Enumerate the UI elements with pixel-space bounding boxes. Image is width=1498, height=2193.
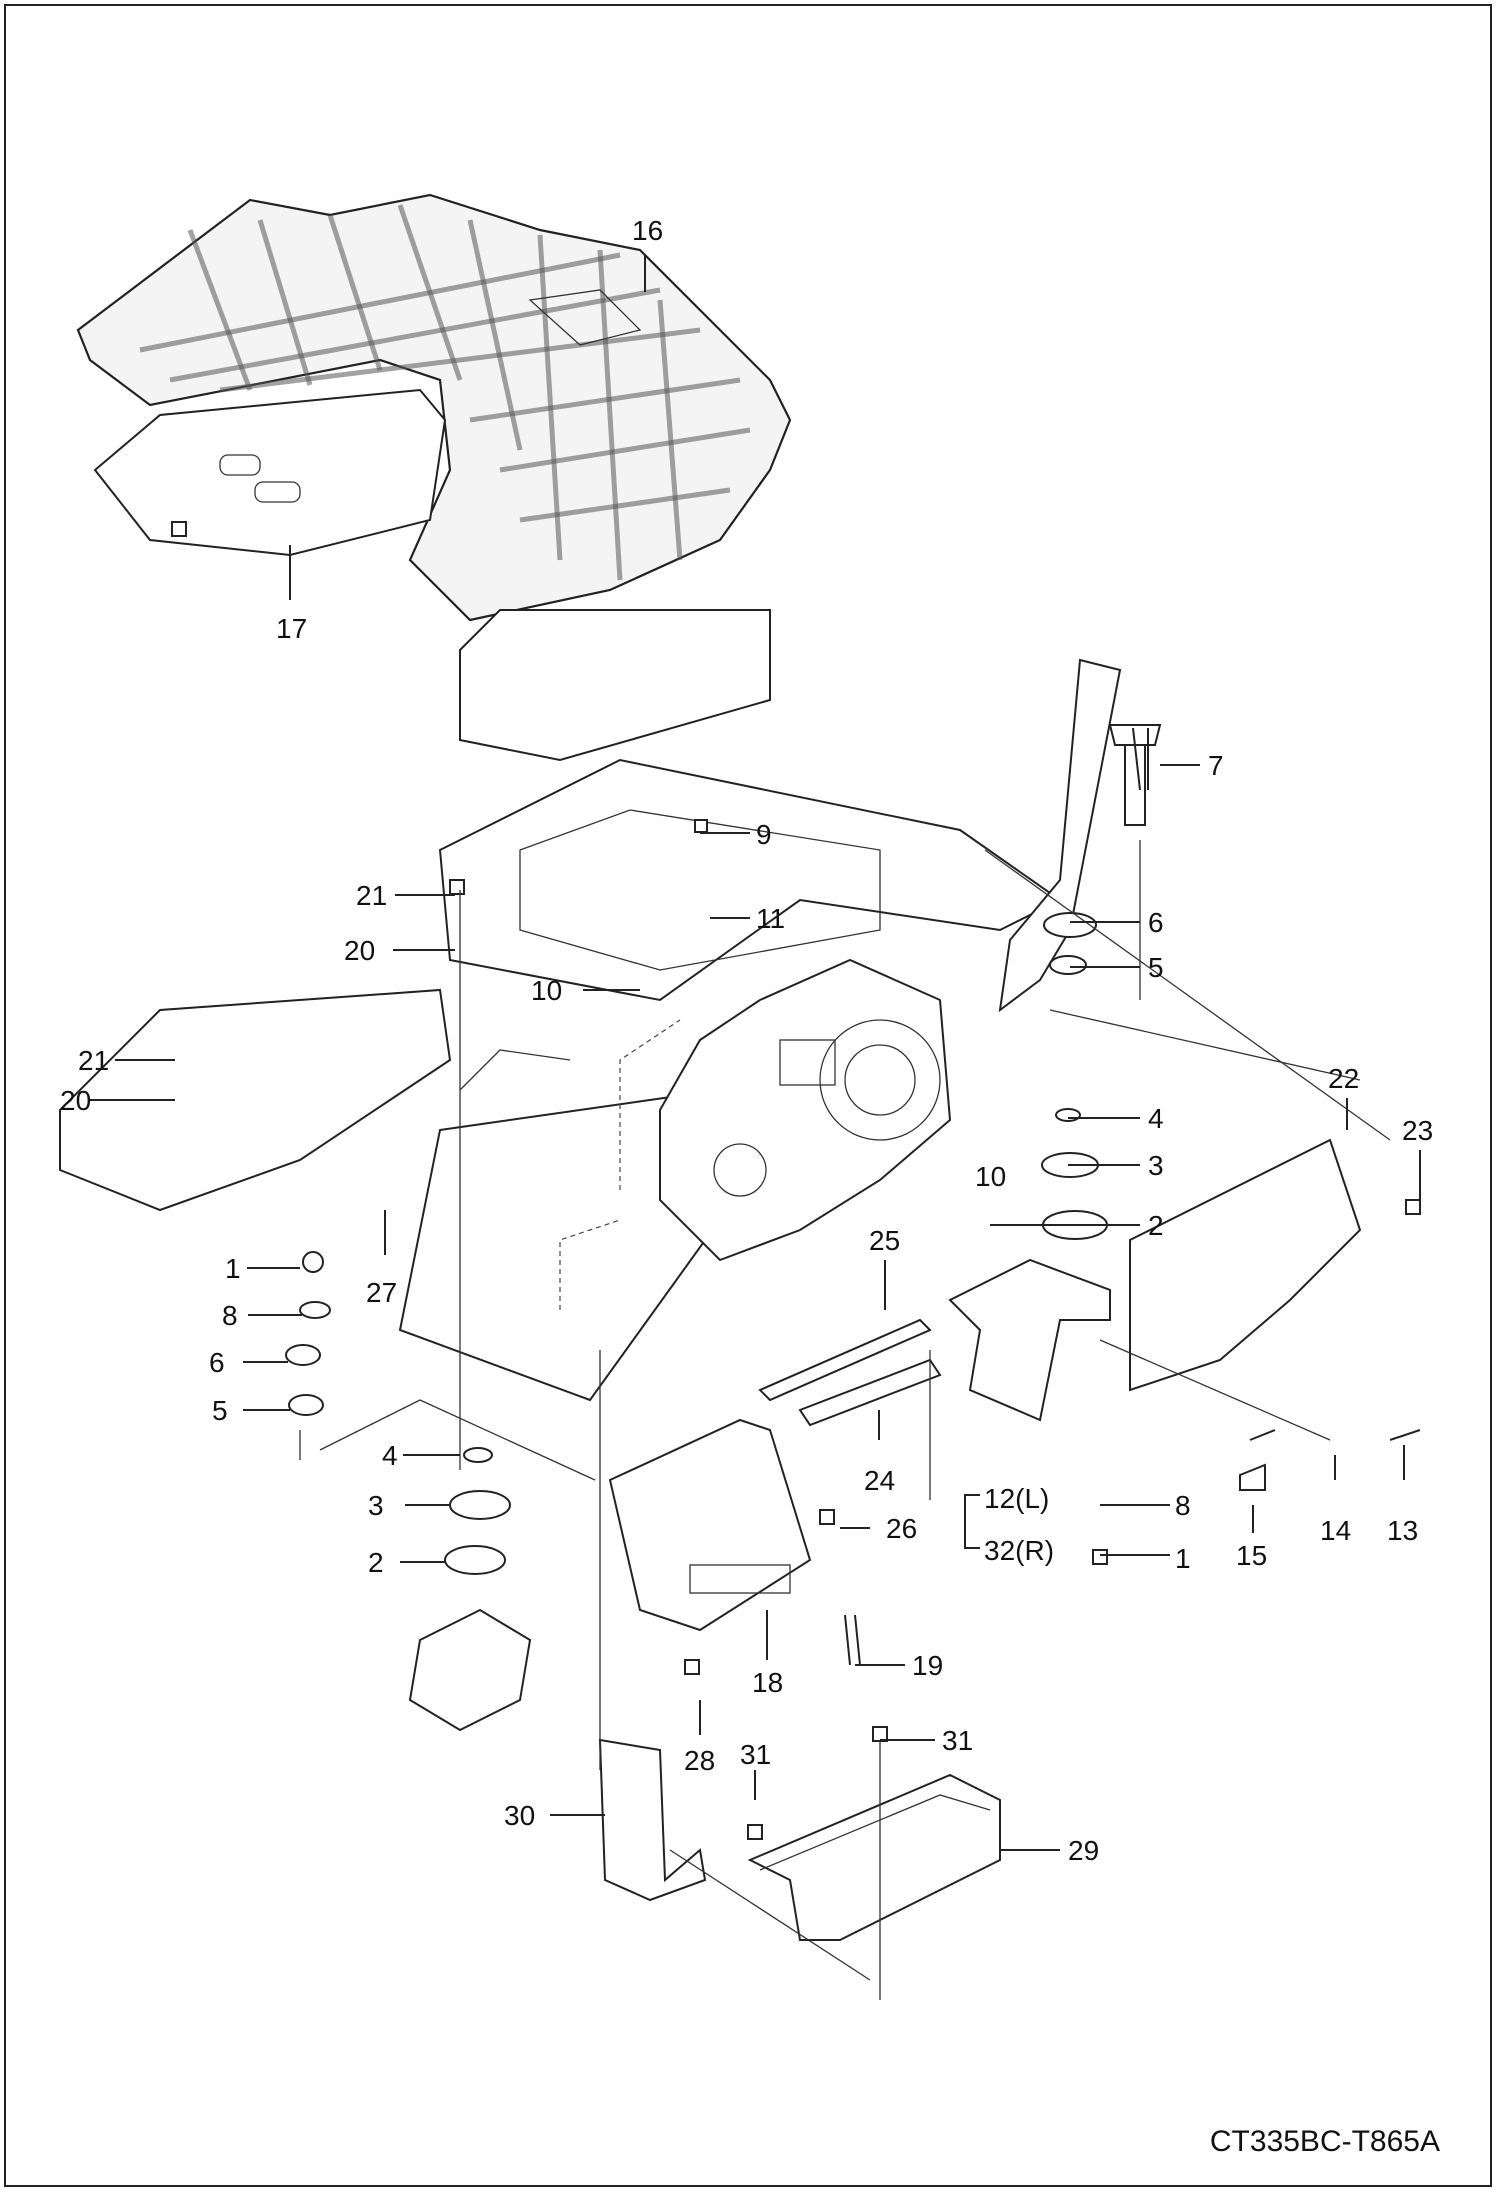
callout-7: 7 [1208, 750, 1224, 781]
callout-31-left: 31 [740, 1739, 771, 1770]
callout-4-right: 4 [1148, 1103, 1164, 1134]
callout-1-right: 1 [1175, 1543, 1191, 1574]
callout-22: 22 [1328, 1063, 1359, 1094]
callout-21-top: 21 [356, 880, 387, 911]
callout-8-left: 8 [222, 1300, 238, 1331]
callout-4-left: 4 [382, 1440, 398, 1471]
callout-1-left: 1 [225, 1253, 241, 1284]
callout-leaders [90, 255, 1421, 1851]
bracket-part-30 [598, 1738, 707, 1902]
callout-10-right: 10 [975, 1161, 1006, 1192]
callout-21-left: 21 [78, 1045, 109, 1076]
callout-numbers: 16 17 7 9 11 21 20 10 6 5 21 20 22 23 4 … [60, 215, 1433, 1866]
callout-29: 29 [1068, 1835, 1099, 1866]
callout-10-top: 10 [531, 975, 562, 1006]
transmission-housing [659, 958, 952, 1262]
callout-12-l: 12(L) [984, 1483, 1049, 1514]
callout-3-right: 3 [1148, 1150, 1164, 1181]
bolts-and-nuts [171, 521, 1421, 1840]
callout-25: 25 [869, 1225, 900, 1256]
callout-3-left: 3 [368, 1490, 384, 1521]
callout-6-right: 6 [1148, 907, 1164, 938]
callout-31-right: 31 [942, 1725, 973, 1756]
callout-28: 28 [684, 1745, 715, 1776]
plates-part-24-25 [758, 1318, 942, 1427]
callout-2-left: 2 [368, 1547, 384, 1578]
side-panel-part-22 [1129, 1138, 1362, 1392]
callout-2-right: 2 [1148, 1210, 1164, 1241]
drawing-border [4, 4, 1492, 2187]
callout-9: 9 [756, 819, 772, 850]
callout-17: 17 [276, 613, 307, 644]
bracket-part-12-32 [948, 1258, 1111, 1422]
left-washer-stack [285, 1251, 331, 1416]
floor-mat-part-16 [76, 193, 792, 622]
step-part-18 [608, 1418, 812, 1632]
callout-8-right: 8 [1175, 1490, 1191, 1521]
floor-plate-part-17 [93, 388, 771, 762]
callout-20-top: 20 [344, 935, 375, 966]
callout-32-r: 32(R) [984, 1535, 1054, 1566]
callout-5-right: 5 [1148, 952, 1164, 983]
callout-16: 16 [632, 215, 663, 246]
callout-14: 14 [1320, 1515, 1351, 1546]
lower-left-mount [408, 1447, 532, 1732]
callout-13: 13 [1387, 1515, 1418, 1546]
callout-30: 30 [504, 1800, 535, 1831]
right-mount-stack [1041, 912, 1108, 1240]
callout-19: 19 [912, 1650, 943, 1681]
callout-27: 27 [366, 1277, 397, 1308]
callout-18: 18 [752, 1667, 783, 1698]
tool-box-part-29 [747, 1773, 1001, 1941]
callout-20-left: 20 [60, 1085, 91, 1116]
callout-15: 15 [1236, 1540, 1267, 1571]
callout-26: 26 [886, 1513, 917, 1544]
callout-23: 23 [1402, 1115, 1433, 1146]
callout-11: 11 [756, 903, 785, 934]
callout-5-left: 5 [212, 1395, 228, 1426]
document-code: CT335BC-T865A [1209, 2125, 1440, 2158]
assembly-guide-lines [299, 840, 1391, 2000]
callout-24: 24 [864, 1465, 895, 1496]
callout-6-left: 6 [209, 1347, 225, 1378]
